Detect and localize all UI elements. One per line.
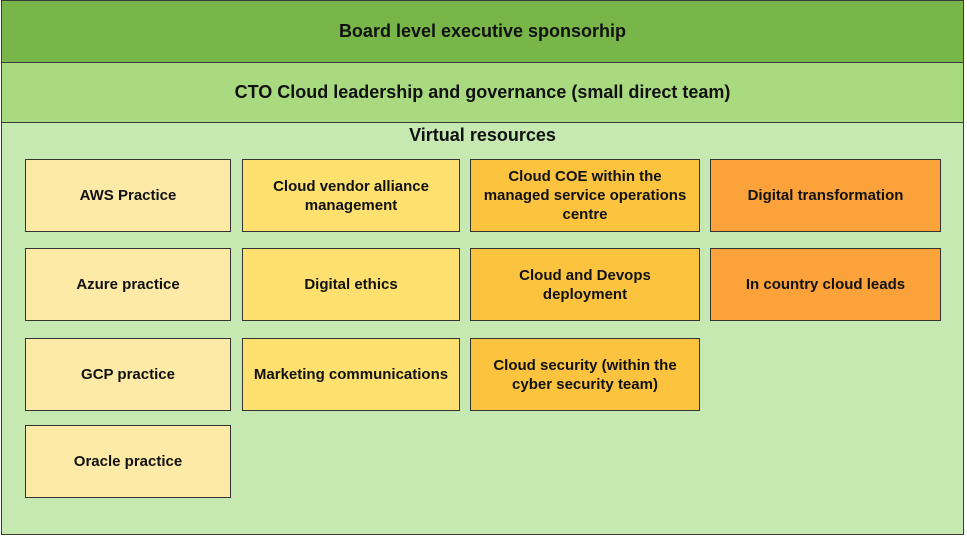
digital-ethics-label: Digital ethics — [304, 276, 398, 293]
cloud-devops-box: Cloud and Devops deployment — [470, 248, 700, 321]
cloud-coe-box: Cloud COE within the managed service ope… — [470, 159, 700, 232]
digital-transformation-label: Digital transformation — [747, 187, 904, 204]
cloud-coe-label: Cloud COE within the managed service ope… — [483, 168, 687, 223]
cloud-vendor-alliance-box: Cloud vendor alliance management — [242, 159, 460, 232]
in-country-cloud-leads-box: In country cloud leads — [710, 248, 941, 321]
digital-ethics-box: Digital ethics — [242, 248, 460, 321]
oracle-practice-label: Oracle practice — [73, 453, 183, 470]
cloud-security-label: Cloud security (within the cyber securit… — [493, 356, 677, 393]
board-sponsorship-label: Board level executive sponsorhip — [338, 21, 627, 41]
azure-practice-label: Azure practice — [76, 276, 180, 293]
virtual-resources-title: Virtual resources — [409, 125, 556, 145]
gcp-practice-box: GCP practice — [25, 338, 231, 411]
gcp-practice-label: GCP practice — [81, 366, 175, 383]
cloud-devops-label: Cloud and Devops deployment — [519, 266, 651, 303]
digital-transformation-box: Digital transformation — [710, 159, 941, 232]
marketing-communications-box: Marketing communications — [242, 338, 460, 411]
cloud-vendor-alliance-label: Cloud vendor alliance management — [273, 177, 429, 214]
oracle-practice-box: Oracle practice — [25, 425, 231, 498]
azure-practice-box: Azure practice — [25, 248, 231, 321]
cto-leadership-band: CTO Cloud leadership and governance (sma… — [1, 62, 964, 123]
aws-practice-box: AWS Practice — [25, 159, 231, 232]
board-sponsorship-band: Board level executive sponsorhip — [1, 0, 964, 63]
cloud-security-box: Cloud security (within the cyber securit… — [470, 338, 700, 411]
marketing-communications-label: Marketing communications — [253, 366, 449, 383]
cto-leadership-label: CTO Cloud leadership and governance (sma… — [234, 82, 731, 102]
aws-practice-label: AWS Practice — [79, 187, 177, 204]
in-country-cloud-leads-label: In country cloud leads — [745, 276, 906, 293]
